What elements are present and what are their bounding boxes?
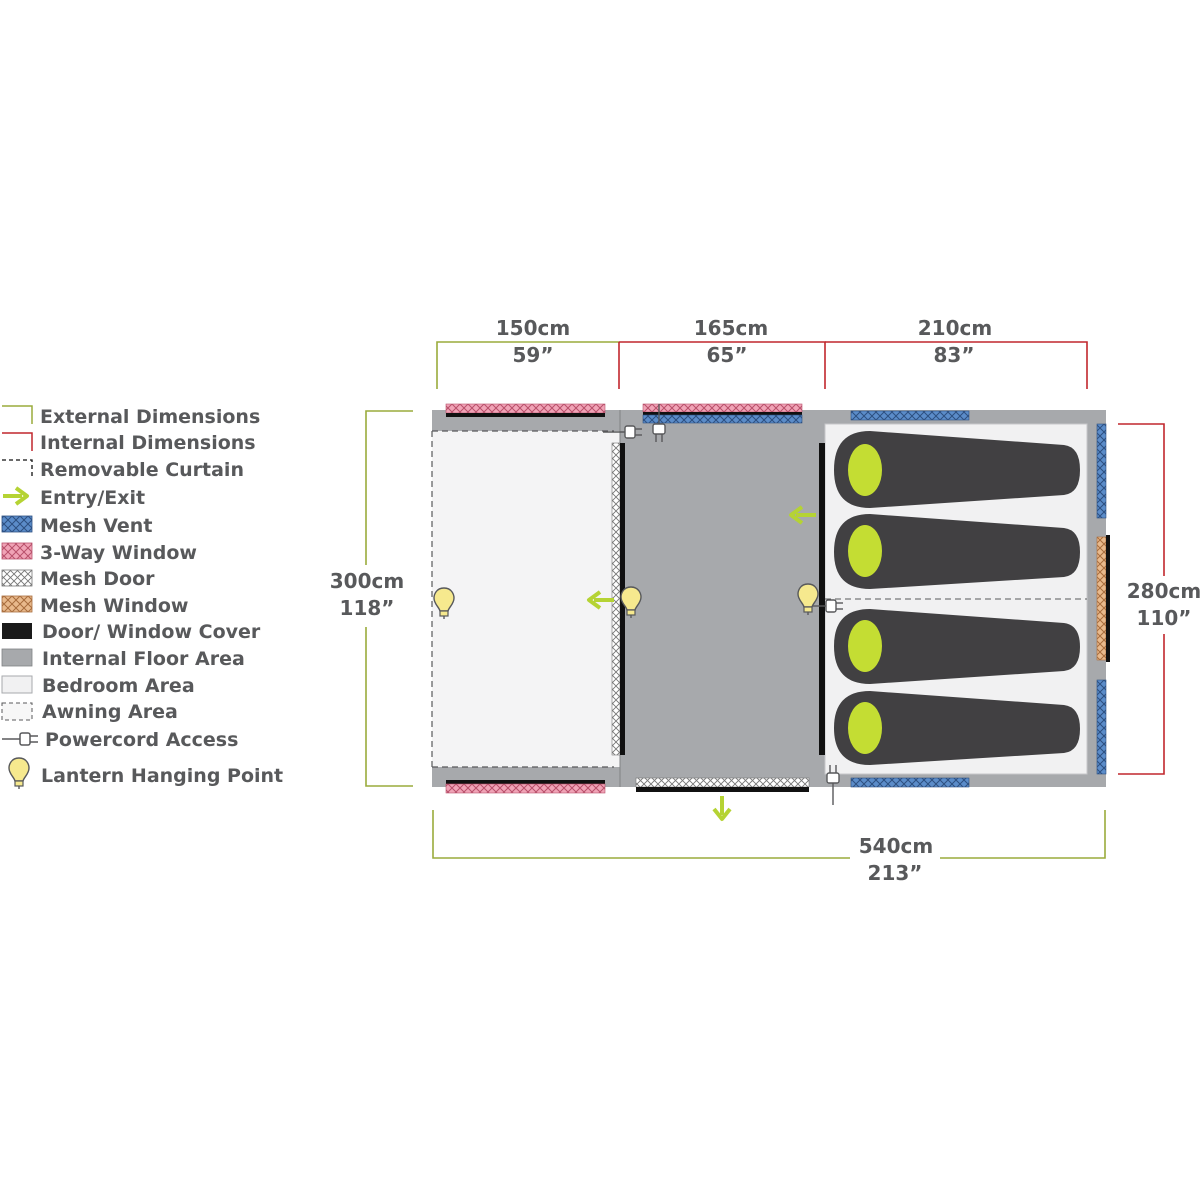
- dim-bottom-cm: 540cm: [859, 834, 933, 858]
- legend-label-power: Powercord Access: [45, 729, 238, 751]
- powercord-points: [603, 404, 843, 805]
- mesh-door-swatch: [1, 569, 33, 587]
- dim-line-top-right: [825, 341, 1088, 389]
- entry-arrows: [587, 505, 816, 821]
- legend-label-lantern: Lantern Hanging Point: [41, 765, 283, 787]
- legend: External Dimensions Internal Dimensions …: [1, 405, 283, 790]
- mesh-window-right: [1096, 536, 1107, 661]
- sleeping-bag-head: [848, 620, 882, 672]
- mesh-door-bottom: [635, 777, 810, 788]
- bedroom-swatch: [1, 675, 33, 694]
- dim-top-left-cm: 150cm: [496, 316, 570, 340]
- three-way-window-top-left: [445, 403, 606, 414]
- bedroom-door-cover: [819, 443, 825, 755]
- mesh-vent-top-mid: [642, 414, 803, 424]
- mesh-vent-bottom-right: [850, 777, 970, 788]
- mesh-vent-swatch: [1, 515, 33, 533]
- cover-swatch: [2, 623, 32, 639]
- three-way-window-bottom-left: [445, 783, 606, 794]
- plug-icon: [812, 599, 843, 613]
- dim-right-cm: 280cm: [1127, 579, 1200, 603]
- legend-label-awning: Awning Area: [42, 701, 178, 723]
- sleeping-bag-head: [848, 525, 882, 577]
- dashed-curtain-icon: [2, 459, 33, 478]
- dim-top-mid-in: 65”: [707, 343, 748, 367]
- entry-arrow-bedroom: [789, 505, 816, 525]
- dim-right-in: 110”: [1137, 606, 1192, 630]
- three-way-window-top-mid: [642, 403, 803, 413]
- sleeping-bag: [834, 609, 1080, 684]
- sleeping-bag: [834, 431, 1080, 508]
- three-way-window-swatch: [1, 542, 33, 560]
- sleeping-bag: [834, 514, 1080, 589]
- dim-top-mid-cm: 165cm: [694, 316, 768, 340]
- plug-icon: [603, 425, 642, 439]
- plug-icon: [826, 765, 840, 805]
- sleeping-bag: [834, 691, 1080, 765]
- dim-left-cm: 300cm: [330, 569, 404, 593]
- dim-line-top-left: [436, 341, 619, 389]
- mesh-vent-right-upper: [1096, 423, 1107, 519]
- dimension-labels: 150cm 59” 165cm 65” 210cm 83” 300cm 118”…: [330, 316, 1200, 885]
- door-cover-bottom: [636, 787, 809, 792]
- legend-label-cover: Door/ Window Cover: [42, 621, 261, 643]
- awning-swatch: [1, 702, 33, 721]
- sleeping-bag-head: [848, 702, 882, 754]
- legend-label-internal: Internal Dimensions: [40, 432, 256, 454]
- mesh-window-swatch: [1, 595, 33, 613]
- mesh-vent-top-right: [850, 410, 970, 421]
- floor-swatch: [1, 648, 33, 667]
- sleeping-bags: [834, 431, 1080, 765]
- legend-label-curtain: Removable Curtain: [40, 459, 244, 481]
- mesh-vent-right-lower: [1096, 679, 1107, 775]
- dim-left-in: 118”: [340, 596, 395, 620]
- lightbulb-icon: [8, 757, 30, 790]
- legend-label-meshwin: Mesh Window: [40, 595, 188, 617]
- legend-label-window3: 3-Way Window: [40, 542, 197, 564]
- dim-top-right-cm: 210cm: [918, 316, 992, 340]
- legend-label-meshdoor: Mesh Door: [40, 568, 155, 590]
- plug-icon: [2, 732, 38, 746]
- legend-label-bedroom: Bedroom Area: [42, 675, 195, 697]
- plug-icon: [652, 404, 666, 442]
- dim-bottom-in: 213”: [868, 861, 923, 885]
- legend-label-external: External Dimensions: [40, 406, 260, 428]
- internal-dimension-icon: [2, 432, 33, 451]
- dim-line-bottom: [432, 810, 1106, 859]
- external-dimension-icon: [2, 405, 33, 424]
- sleeping-bag-head: [848, 444, 882, 496]
- entry-arrow-front-door: [712, 796, 732, 821]
- dim-top-left-in: 59”: [513, 343, 554, 367]
- window-cover-top-left: [446, 413, 605, 417]
- legend-label-floor: Internal Floor Area: [42, 648, 245, 670]
- legend-label-vent: Mesh Vent: [40, 515, 152, 537]
- window-cover-right: [1106, 535, 1110, 662]
- entry-arrow-inner-door: [587, 590, 614, 610]
- legend-label-entry: Entry/Exit: [40, 487, 145, 509]
- dim-top-right-in: 83”: [934, 343, 975, 367]
- window-cover-top-mid: [643, 412, 802, 415]
- window-cover-bottom-left: [446, 780, 605, 784]
- arrow-right-icon: [3, 486, 29, 506]
